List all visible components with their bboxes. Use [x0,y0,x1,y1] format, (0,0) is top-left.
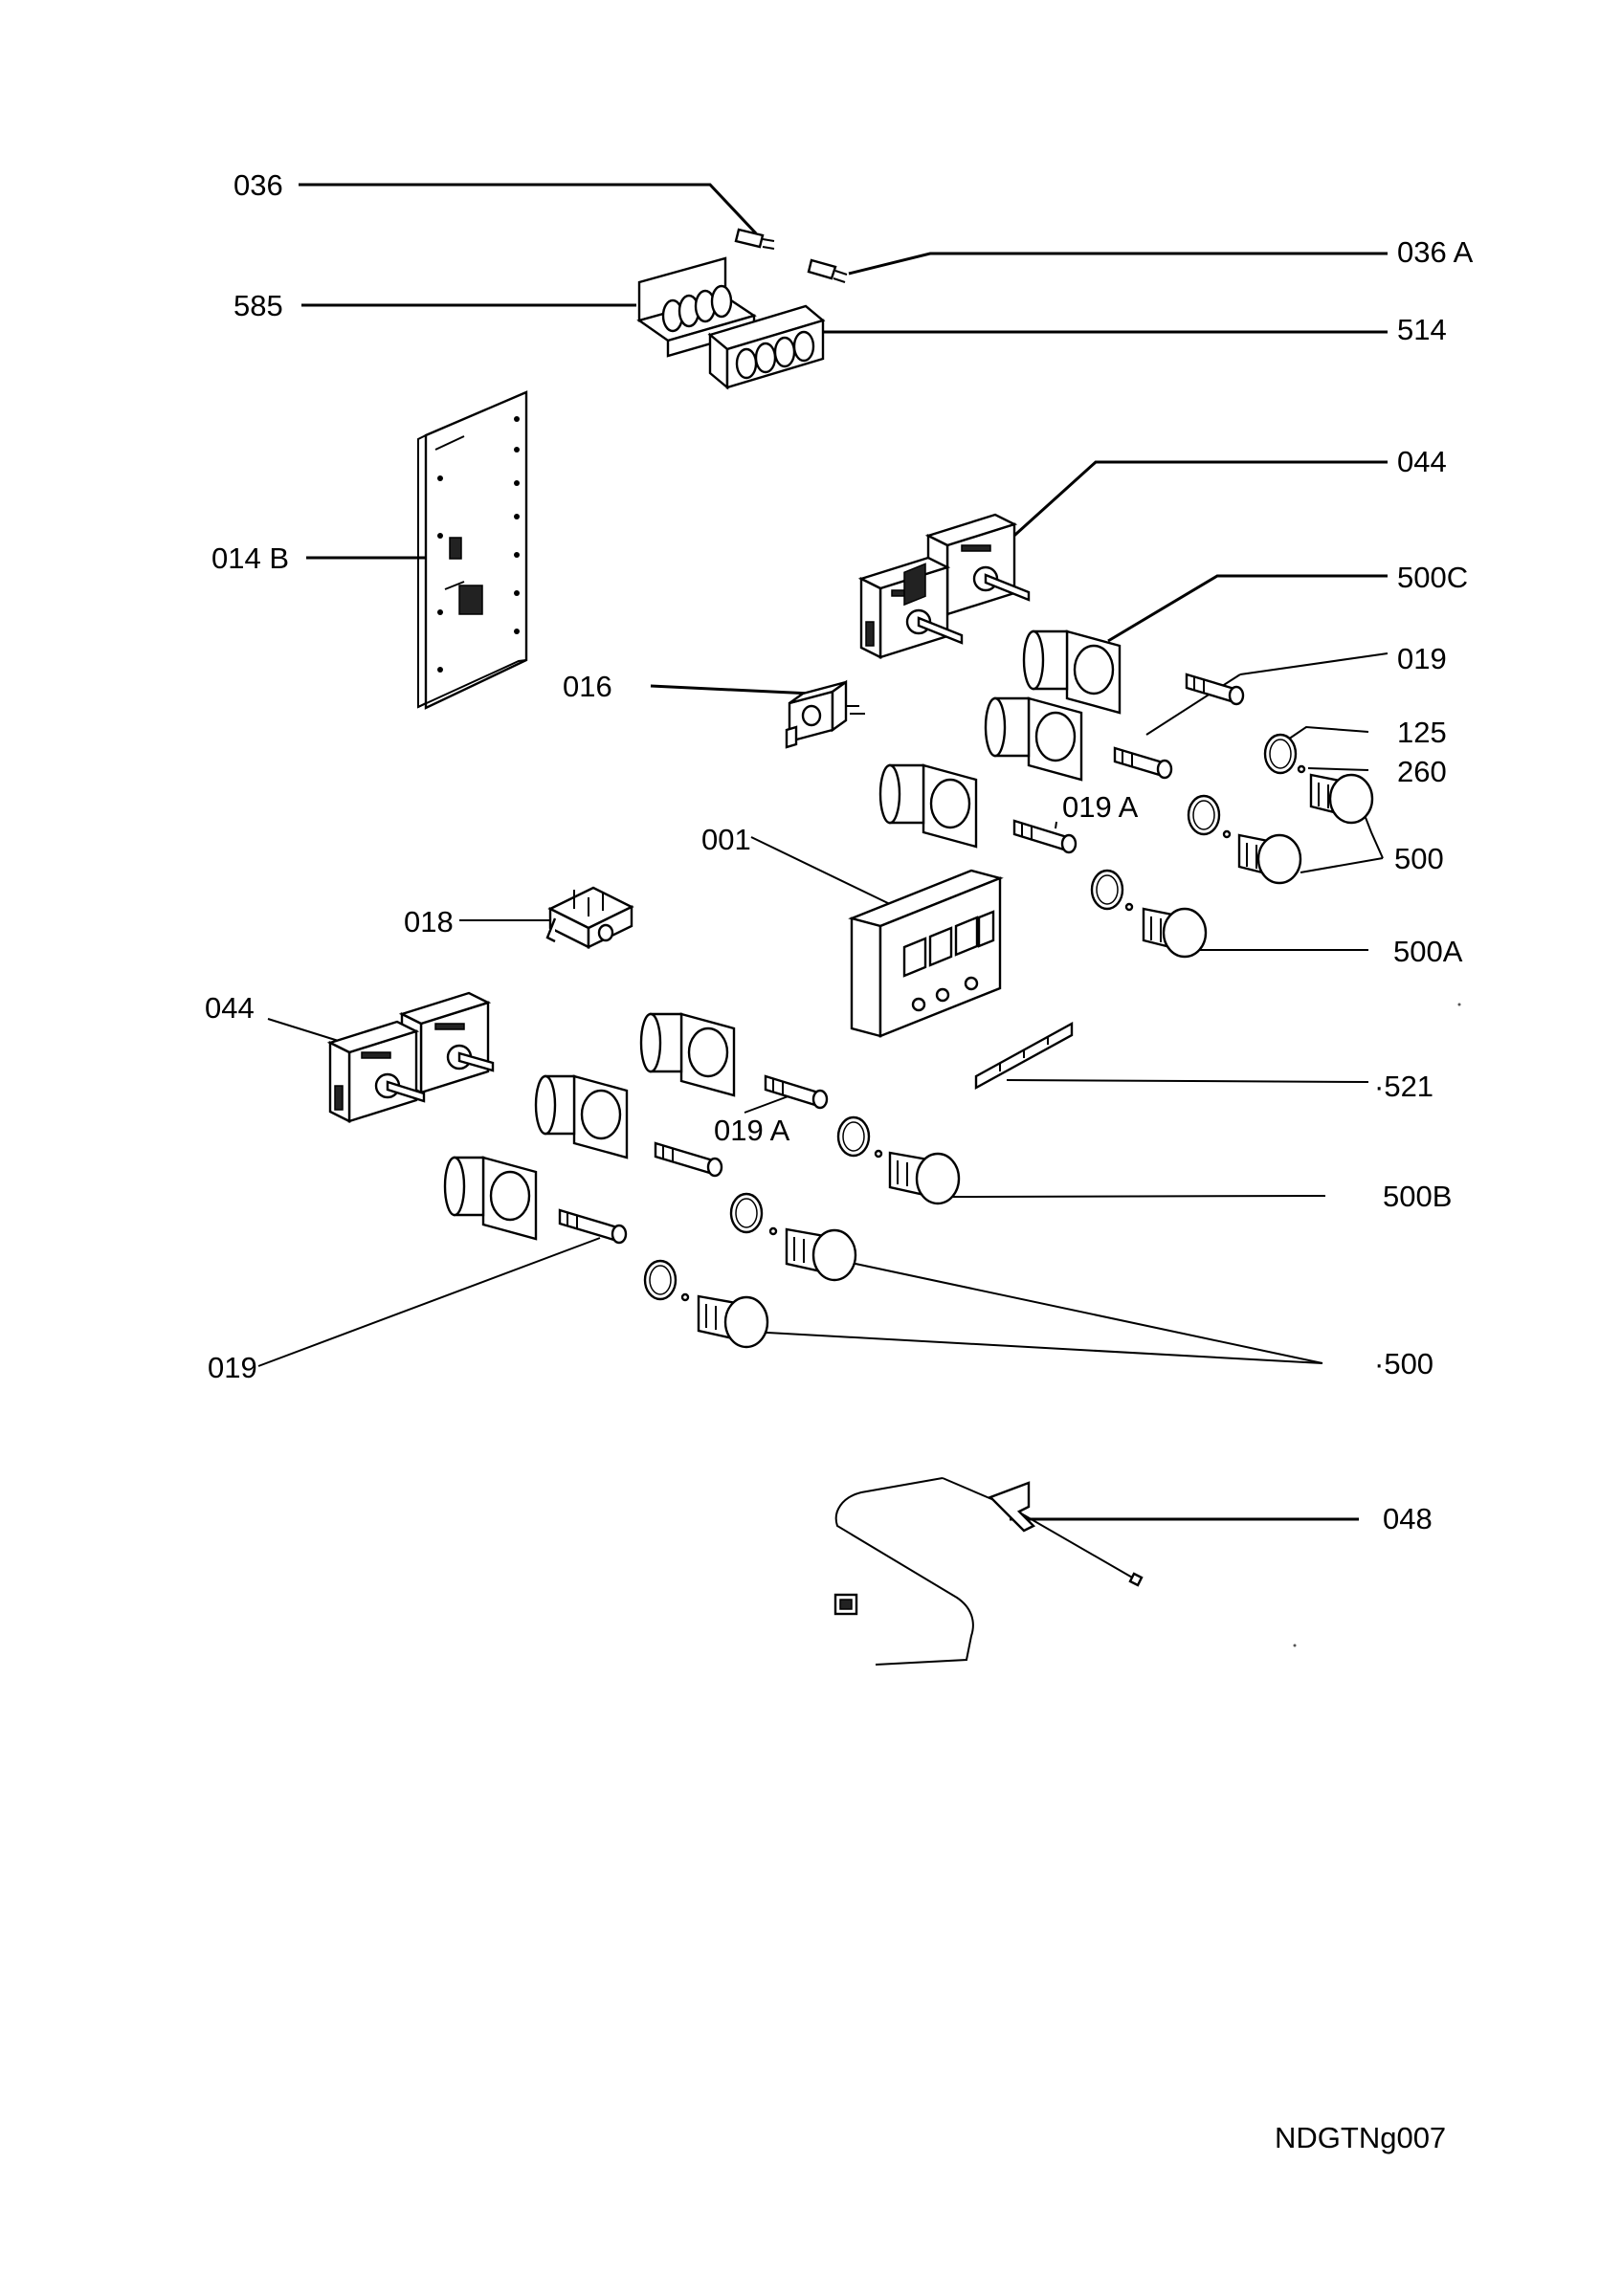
shaft-019a-lower [764,1074,829,1110]
knob-500-lower-left [680,1292,769,1349]
lamp-holder-500c [1022,629,1122,715]
label-500-bottom: ·500 [1374,1347,1434,1380]
label-019a-top: 019 A [1062,790,1139,824]
label-125: 125 [1397,716,1447,749]
label-036a: 036 A [1397,235,1474,269]
energy-regulator-044-left-back [398,991,495,1094]
label-500: 500 [1394,842,1444,875]
switch-018 [545,886,634,949]
label-019a-mid: 019 A [714,1114,790,1147]
label-014b: 014 B [211,541,290,575]
lamp-holder-lower-left [443,1156,538,1241]
label-514: 514 [1397,313,1447,346]
label-500a: 500A [1393,935,1463,968]
label-036: 036 [233,168,283,202]
timer-display-001 [848,563,1004,1038]
knob-500b [874,1149,961,1205]
shaft-019a-upper [1012,819,1078,854]
terminal-036a [807,258,848,283]
label-048: 048 [1383,1502,1433,1535]
knob-500-upper-middle [1222,829,1302,885]
knob-500-upper-right [1309,773,1374,825]
shaft-019-lower-b [558,1208,628,1245]
knob-500-lower-middle [768,1226,857,1282]
label-044-top: 044 [1397,445,1447,478]
label-019-bottom: 019 [208,1351,257,1384]
shaft-019-upper-b [1113,746,1173,780]
label-016: 016 [563,670,612,703]
label-044-left: 044 [205,991,255,1025]
label-500c: 500C [1397,561,1469,594]
connector-block-514 [707,304,826,390]
label-500b: 500B [1383,1180,1453,1213]
shaft-019-lower-a [654,1141,723,1178]
lamp-holder-upper-left [878,763,978,849]
terminal-036 [734,228,775,250]
drawing-code: NDGTNg007 [1275,2121,1447,2154]
ring-lower-middle [729,1192,764,1234]
label-521: ·521 [1374,1070,1434,1103]
ring-500b [836,1115,871,1158]
probe-048 [833,1477,1144,1666]
ring-upper-middle [1187,794,1221,836]
shaft-019-upper-a [1185,673,1245,706]
label-585: 585 [233,289,283,322]
label-260: 260 [1397,755,1447,788]
leader-lines [257,183,1389,1521]
label-001: 001 [701,823,751,856]
knob-500a [1124,902,1208,959]
circuit-board-014b [417,390,528,710]
label-strip-521 [974,1021,1074,1091]
label-019-top: 019 [1397,642,1447,675]
lamp-holder-lower-top [639,1012,736,1097]
spring-260 [1297,764,1306,774]
lamp-holder-upper-middle [984,696,1083,782]
ring-500a [1090,869,1124,911]
label-018: 018 [404,905,454,938]
ring-125 [1263,733,1298,775]
ring-lower-left [643,1259,678,1301]
specks [1293,1003,1461,1647]
connector-block-585 [636,256,757,358]
energy-regulator-044-left-front [326,1020,426,1123]
switch-016 [785,679,865,749]
lamp-holder-lower-middle [534,1074,629,1159]
